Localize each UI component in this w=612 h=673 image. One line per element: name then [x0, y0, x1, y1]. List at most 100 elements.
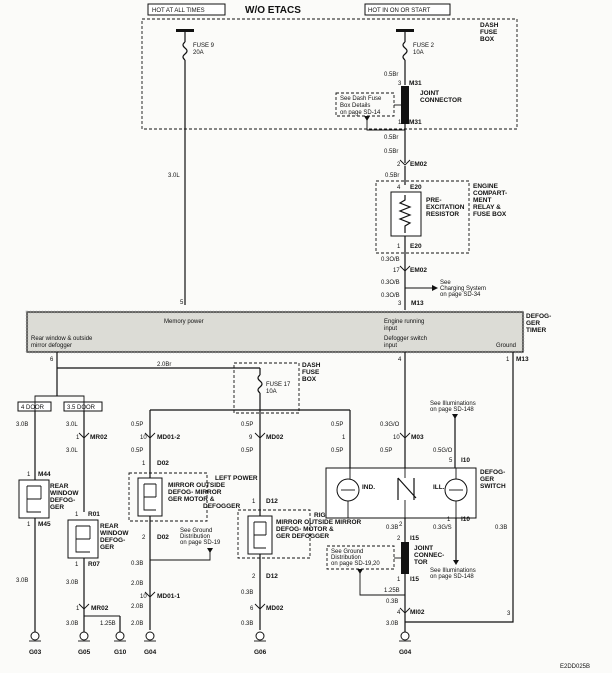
resistor-zigzag	[398, 195, 412, 233]
wire-0-3b-3: 0.3B	[131, 561, 143, 567]
dash-fuse-box-outline	[141, 18, 518, 130]
connector-m45: M45	[38, 521, 51, 528]
dash-fuse-box-label-3: BOX	[480, 36, 495, 43]
connector-d02-a: D02	[157, 460, 169, 467]
timer-memory-power: Memory power	[164, 319, 204, 325]
wire-0-3b-7: 0.3B	[495, 525, 507, 531]
rear-defogger-35-label-2: WINDOW	[100, 530, 129, 537]
wire-2-0b-3: 2.0B	[131, 621, 143, 627]
connector-i15-a: I15	[410, 535, 419, 542]
defogger-switch-label-1: DEFOG-	[480, 469, 505, 476]
left-mirror-label-1: LEFT POWER	[215, 475, 258, 482]
pin-1-mr02-b: 1	[76, 606, 80, 612]
wire-0-3gs: 0.3G/S	[433, 525, 452, 531]
rear-defogger-4-label-2: WINDOW	[50, 490, 79, 497]
joint-connector-label-2: CONNECTOR	[420, 97, 462, 104]
wire-0-3b-6: 0.3B	[386, 599, 398, 605]
dash-fuse-mid-label-1: DASH	[302, 362, 321, 369]
timer-ground: Ground	[496, 343, 516, 349]
left-mirror-label-3: DEFOG- MIRROR	[168, 489, 222, 496]
dash-fuse-mid-label-2: FUSE	[302, 369, 320, 376]
see-illum-1-b: on page SD-148	[430, 407, 474, 413]
pin-6-timer: 6	[50, 357, 54, 363]
defogger-switch-label-2: GER	[480, 476, 494, 483]
left-mirror-label-2: MIRROR OUTSIDE	[168, 482, 226, 489]
wire-3-0l-fuse9: 3.0L	[168, 173, 180, 179]
connector-e20-a: E20	[410, 184, 422, 191]
wire-0-5br-2: 0.5Br	[384, 135, 398, 141]
see-ground-1-b: Distribution	[180, 534, 210, 540]
connector-mr02-a: MR02	[90, 434, 108, 441]
dash-fuse-box-label-2: FUSE	[480, 29, 498, 36]
wire-3-0l-3: 3.0L	[66, 448, 78, 454]
pin-1-m45: 1	[27, 522, 31, 528]
pin-5-i10: 5	[449, 458, 453, 464]
see-charging-2: Charging System	[440, 286, 486, 292]
wire-3-0b-e: 3.0B	[386, 621, 398, 627]
connector-md01-2: MD01-2	[157, 434, 181, 441]
connector-m03: M03	[411, 434, 424, 441]
engine-comp-label-5: FUSE BOX	[473, 211, 507, 218]
pin-10-m03: 10	[393, 435, 400, 441]
wire-0-3ob-2: 0.3O/B	[381, 280, 400, 286]
connector-m31-a: M31	[409, 80, 422, 87]
timer-defogger-switch-1: Defogger switch	[384, 336, 427, 342]
diagram-code: E2DD025B	[560, 664, 590, 670]
left-mirror-label-5: DEFOGGER	[203, 503, 241, 510]
right-mirror-label-2: MIRROR OUTSIDE MIRROR	[276, 519, 362, 526]
pin-2-switch-bottom: 2	[399, 522, 403, 528]
pin-4-mi02: 4	[397, 610, 401, 616]
connector-em02-b: EM02	[410, 267, 427, 274]
wire-1-25b: 1.25B	[100, 621, 116, 627]
fuse2-name: FUSE 2	[413, 43, 435, 49]
ground-label-g03: G03	[29, 649, 42, 656]
joint-connector-bottom-2: CONNEC-	[414, 552, 444, 559]
pre-excitation-label-2: EXCITATION	[426, 204, 465, 211]
wire-2-0br: 2.0Br	[157, 362, 171, 368]
pin-1-r01: 1	[75, 512, 79, 518]
hot-at-all-times-label: HOT AT ALL TIMES	[152, 8, 205, 14]
pin-2-d02: 2	[142, 535, 146, 541]
pin-3-ground: 3	[507, 611, 511, 617]
pin-2-i15: 2	[397, 536, 401, 542]
ground-g10: G10	[114, 631, 127, 656]
wire-0-5p-2: 0.5P	[131, 448, 143, 454]
connector-md01-1: MD01-1	[157, 593, 181, 600]
diagram-title: W/O ETACS	[245, 5, 301, 16]
wire-0-5p-7: 0.5P	[380, 448, 392, 454]
wire-0-5p-5: 0.5P	[331, 422, 343, 428]
engine-comp-label-1: ENGINE	[473, 183, 499, 190]
door35-tag	[63, 401, 103, 412]
wire-3-0b-a: 3.0B	[16, 422, 28, 428]
connector-e20-b: E20	[410, 243, 422, 250]
pin-4-e20: 4	[397, 185, 401, 191]
pin-1-i10: 1	[447, 517, 451, 523]
connector-r07: R07	[88, 561, 100, 568]
pin-1-r07: 1	[75, 562, 79, 568]
connector-md02-a: MD02	[266, 434, 284, 441]
see-charging-1: See	[440, 280, 451, 286]
right-mirror-outline	[237, 509, 311, 559]
joint-connector-label-1: JOINT	[420, 90, 439, 97]
wire-0-5br-1: 0.5Br	[384, 72, 398, 78]
see-illum-2-a: See Illuminations	[430, 568, 476, 574]
see-ground-1-c: on page SD-19	[180, 540, 221, 546]
engine-comp-label-4: RELAY &	[473, 204, 501, 211]
pin-2-em02: 2	[397, 162, 401, 168]
wire-0-3ob-3: 0.3O/B	[381, 293, 400, 299]
connector-m13-a: M13	[411, 300, 424, 307]
ground-label-g04-b: G04	[399, 649, 412, 656]
pin-3-m31: 3	[398, 81, 402, 87]
wire-0-5br-3: 0.5Br	[384, 149, 398, 155]
connector-md02-b: MD02	[266, 605, 284, 612]
see-ground-2-b: Distribution	[331, 555, 361, 561]
see-dash-fuse-1: See Dash Fuse	[340, 96, 382, 102]
pin-1-m31: 1	[398, 120, 402, 126]
rear-defogger-4-label-4: GER	[50, 504, 64, 511]
fuse2-rating: 10A	[413, 50, 424, 56]
fuse17-symbol	[257, 374, 263, 394]
ground-label-g04-a: G04	[144, 649, 157, 656]
see-dash-fuse-3: on page SD-14	[340, 110, 381, 116]
see-charging-3: on page SD-34	[440, 292, 481, 298]
timer-defogger-switch-2: input	[384, 343, 397, 349]
